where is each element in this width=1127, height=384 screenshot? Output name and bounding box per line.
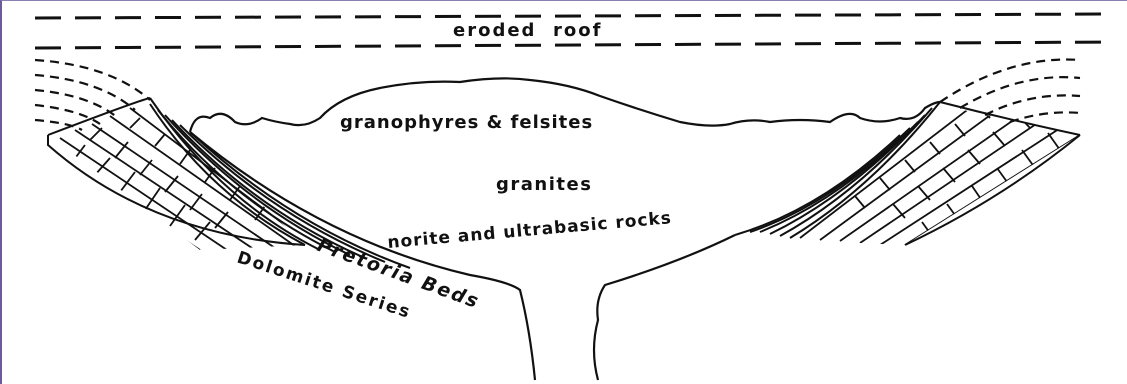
right-eroded-arcs — [940, 60, 1080, 122]
label-eroded-roof: eroded roof — [453, 20, 602, 41]
label-norite: norite and ultrabasic rocks — [387, 208, 673, 253]
intrusion-floor — [190, 132, 735, 380]
label-granites: granites — [496, 174, 592, 195]
left-eroded-arcs — [35, 60, 150, 130]
right-pretoria-arcs — [735, 102, 1080, 245]
label-granophyres: granophyres & felsites — [340, 112, 593, 133]
